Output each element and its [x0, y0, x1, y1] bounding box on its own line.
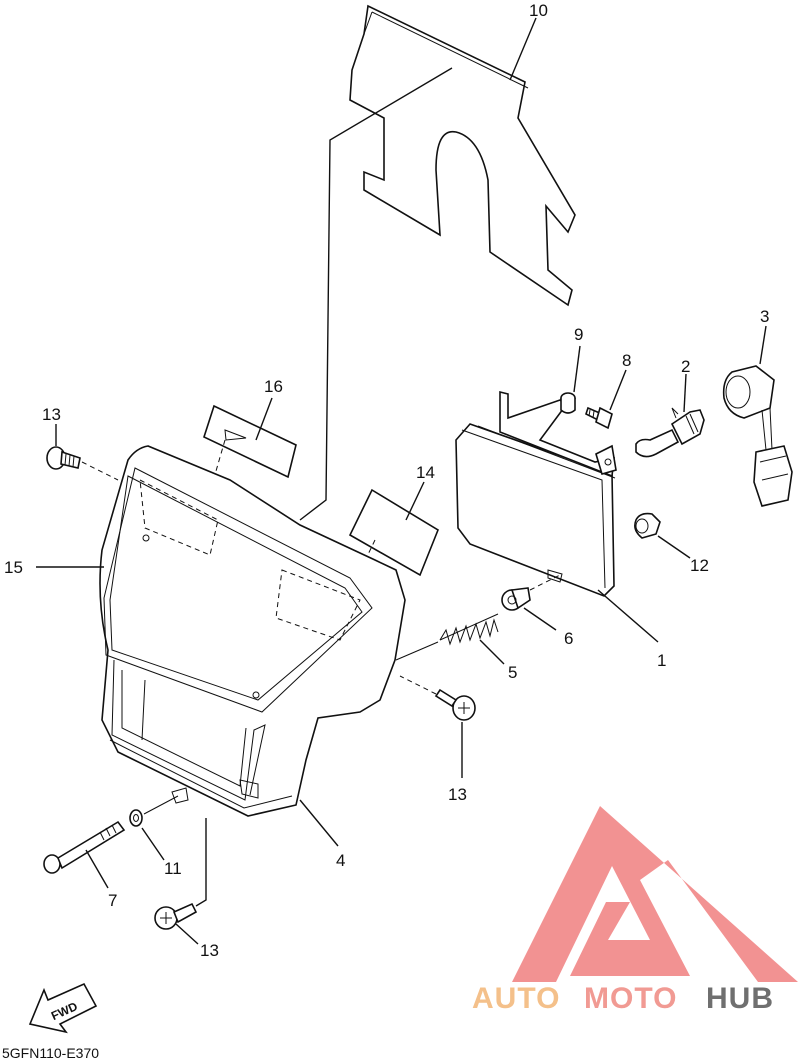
- callout-15: 15: [4, 558, 23, 577]
- spring-5-drawing: [439, 613, 499, 646]
- leader-3: [759, 325, 767, 365]
- diagram-code: 5GFN110-E370: [2, 1045, 99, 1061]
- callout-5: 5: [508, 663, 517, 682]
- callout-13: 13: [448, 785, 467, 804]
- washer-11-path: [143, 795, 179, 815]
- fwd-arrow-icon: FWD: [28, 982, 98, 1034]
- watermark-brand-hub: HUB: [706, 982, 774, 1015]
- callout-9: 9: [574, 325, 583, 344]
- callout-7: 7: [108, 891, 117, 910]
- bolt-13-lower-drawing: [154, 902, 198, 930]
- automotohub-logo-icon: [512, 806, 798, 982]
- callout-4: 4: [336, 851, 345, 870]
- leader-16: [255, 397, 273, 441]
- leader-13c: [175, 923, 199, 945]
- callout-16: 16: [264, 377, 283, 396]
- bolt-13-right-drawing: [434, 688, 476, 721]
- sticker-14-drawing: [348, 488, 439, 577]
- callout-13: 13: [200, 941, 219, 960]
- leader-12: [657, 535, 691, 559]
- leader-cover-mount: [299, 67, 453, 521]
- bolt-13-upper-drawing: [46, 446, 81, 470]
- callout-8: 8: [622, 351, 631, 370]
- bulb-2-drawing: [635, 407, 705, 458]
- nut-6-drawing: [501, 587, 531, 611]
- nut-6-path: [529, 574, 561, 591]
- leader-2: [683, 373, 687, 413]
- leader-6: [523, 607, 557, 631]
- cover-plate-drawing: [349, 4, 576, 307]
- callout-2: 2: [681, 357, 690, 376]
- callout-12: 12: [690, 556, 709, 575]
- bolt-7-drawing: [43, 820, 126, 874]
- leader-10: [509, 17, 537, 81]
- washer-11-drawing: [129, 809, 143, 827]
- watermark-brand-moto: MOTO: [584, 982, 677, 1015]
- leader-11: [141, 827, 165, 861]
- leader-14: [405, 481, 425, 521]
- leader-4: [299, 799, 339, 847]
- leader-8: [609, 369, 627, 411]
- headlight-unit-drawing: [455, 390, 617, 597]
- callout-14: 14: [416, 463, 435, 482]
- leader-1: [597, 589, 659, 643]
- callout-13: 13: [42, 405, 61, 424]
- bolt-13-lower-path: [195, 818, 207, 907]
- socket-3-drawing: [722, 365, 793, 507]
- grommet-12-drawing: [634, 512, 661, 539]
- callout-10: 10: [529, 1, 548, 20]
- headlight-cover-drawing: [99, 445, 406, 817]
- leader-9: [573, 345, 581, 393]
- sticker-16-drawing: [203, 404, 297, 479]
- callout-6: 6: [564, 629, 573, 648]
- screw-8-drawing: [585, 406, 613, 430]
- spring-5-path: [395, 641, 439, 661]
- leader-7: [85, 849, 109, 889]
- grommet-9-drawing: [560, 392, 576, 414]
- callout-3: 3: [760, 307, 769, 326]
- leader-5: [479, 639, 505, 665]
- callout-1: 1: [657, 651, 666, 670]
- callout-11: 11: [164, 859, 182, 878]
- watermark-brand-auto: AUTO: [472, 982, 560, 1015]
- bolt-13-upper-path: [81, 461, 119, 481]
- bolt-13-right-path: [399, 675, 437, 695]
